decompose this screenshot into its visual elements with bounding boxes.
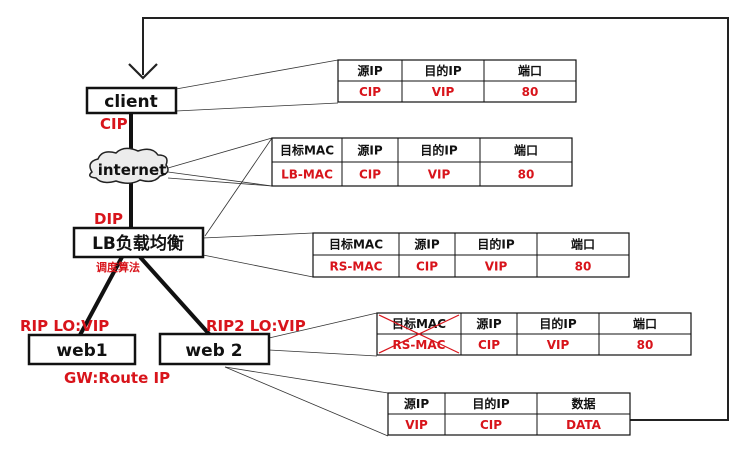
lb-node: [72, 226, 205, 259]
table-value-cell: 80: [575, 260, 592, 274]
return-arrowhead: [128, 63, 158, 80]
table-value-cell: CIP: [478, 338, 500, 352]
table-header-cell: 目标MAC: [392, 316, 446, 331]
table-value-cell: VIP: [405, 418, 428, 432]
lb-label: LB负载均衡: [92, 233, 184, 254]
table-value-cell: CIP: [416, 260, 438, 274]
table-header-cell: 源IP: [414, 237, 439, 252]
link-lb-web1: [78, 256, 124, 336]
rip-lo-vip-label: RIP LO:VIP: [20, 317, 109, 335]
client-node: [85, 86, 178, 115]
table-value-cell: CIP: [359, 168, 381, 182]
web1-label: web1: [56, 341, 107, 361]
packet-tables: 源IP CIP 目的IP VIP 端口 80 目标MAC LB-MAC 源IP CIP 目的IP VI…: [271, 59, 692, 436]
link-lb-web2: [138, 255, 212, 337]
internet-label: internet: [98, 161, 167, 179]
table-value-cell: CIP: [359, 85, 381, 99]
gw-route-ip-label: GW:Route IP: [64, 369, 170, 387]
table-header-cell: 端口: [518, 63, 542, 78]
table-header-cell: 端口: [514, 143, 538, 158]
table-header-cell: 源IP: [404, 396, 429, 411]
callout-lines: [167, 59, 389, 437]
table-value-cell: DATA: [566, 418, 602, 432]
table-header-cell: 端口: [633, 316, 657, 331]
table-header-cell: 源IP: [476, 316, 501, 331]
table-header-cell: 数据: [571, 396, 595, 411]
table-header-cell: 目的IP: [477, 237, 514, 252]
packet-table-3: 目标MAC RS-MAC 源IP CIP 目的IP VIP 端口 80: [312, 232, 630, 278]
packet-table-2: 目标MAC LB-MAC 源IP CIP 目的IP VIP 端口 80: [271, 137, 573, 187]
table-header-cell: 端口: [571, 237, 595, 252]
client-label: client: [104, 92, 158, 112]
rip2-lo-vip-label: RIP2 LO:VIP: [206, 317, 306, 335]
struck-out-mark: [378, 314, 460, 354]
table-value-cell: 80: [518, 168, 535, 182]
table-header-cell: 源IP: [357, 143, 382, 158]
algorithm-label: 调度算法: [96, 260, 140, 274]
table-header-cell: 目的IP: [539, 316, 576, 331]
table-header-cell: 源IP: [357, 63, 382, 78]
table-header-cell: 目的IP: [424, 63, 461, 78]
packet-table-4: 目标MAC RS-MAC 源IP CIP 目的IP VIP 端口 80: [376, 312, 692, 356]
table-header-cell: 目的IP: [420, 143, 457, 158]
table-value-cell: CIP: [480, 418, 502, 432]
web2-node: [158, 332, 271, 366]
table-header-cell: 目标MAC: [329, 237, 383, 252]
table-value-cell: LB-MAC: [281, 168, 333, 182]
table-value-cell: 80: [522, 85, 539, 99]
table-header-cell: 目的IP: [472, 396, 509, 411]
table-value-cell: VIP: [428, 168, 451, 182]
table-value-cell: RS-MAC: [330, 260, 383, 274]
table-value-cell: VIP: [432, 85, 455, 99]
return-path-arrow: [142, 17, 729, 421]
web2-label: web 2: [185, 341, 242, 361]
table-header-cell: 目标MAC: [280, 143, 334, 158]
table-value-cell: RS-MAC: [393, 338, 446, 352]
cip-label: CIP: [100, 115, 128, 133]
table-value-cell: VIP: [485, 260, 508, 274]
packet-table-5: 源IP VIP 目的IP CIP 数据 DATA: [387, 392, 631, 436]
web1-node: [27, 333, 137, 366]
internet-cloud: [89, 147, 169, 184]
dip-label: DIP: [94, 210, 123, 228]
table-value-cell: VIP: [547, 338, 570, 352]
packet-table-1: 源IP CIP 目的IP VIP 端口 80: [337, 59, 577, 103]
table-value-cell: 80: [637, 338, 654, 352]
